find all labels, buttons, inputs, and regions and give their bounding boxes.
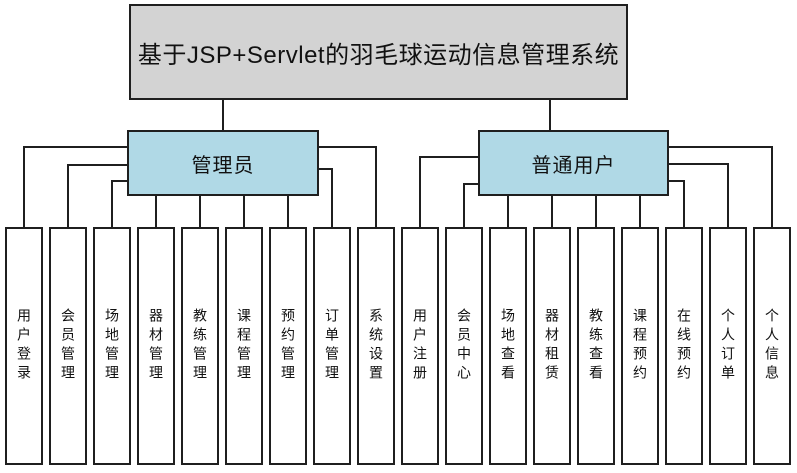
connector-line-v bbox=[727, 163, 729, 228]
connector-line-v bbox=[551, 195, 553, 228]
leaf-label: 器材管理 bbox=[148, 308, 164, 384]
leaf-label: 个人订单 bbox=[720, 308, 736, 384]
leaf-label: 课程管理 bbox=[236, 308, 252, 384]
leaf-node: 用户登录 bbox=[5, 227, 43, 465]
connector-line-v bbox=[463, 183, 465, 228]
leaf-node: 场地管理 bbox=[93, 227, 131, 465]
connector-line-h bbox=[111, 180, 128, 182]
leaf-label: 教练查看 bbox=[588, 308, 604, 384]
leaf-node: 订单管理 bbox=[313, 227, 351, 465]
connector-line-v bbox=[771, 146, 773, 228]
connector-line-v bbox=[683, 180, 685, 228]
leaf-label: 教练管理 bbox=[192, 308, 208, 384]
connector-line-v bbox=[243, 195, 245, 228]
connector-line-h bbox=[668, 163, 729, 165]
connector-line-v bbox=[375, 146, 377, 228]
leaf-node: 系统设置 bbox=[357, 227, 395, 465]
connector-line-v bbox=[595, 195, 597, 228]
leaf-label: 器材租赁 bbox=[544, 308, 560, 384]
connector-line-v bbox=[155, 195, 157, 228]
root-node: 基于JSP+Servlet的羽毛球运动信息管理系统 bbox=[129, 4, 628, 100]
connector-line-v bbox=[111, 180, 113, 228]
leaf-label: 个人信息 bbox=[764, 308, 780, 384]
connector-line-v bbox=[67, 164, 69, 228]
leaf-node: 个人信息 bbox=[753, 227, 791, 465]
leaf-label: 订单管理 bbox=[324, 308, 340, 384]
leaf-label: 在线预约 bbox=[676, 308, 692, 384]
group-node-admin: 管理员 bbox=[127, 130, 319, 196]
leaf-node: 器材管理 bbox=[137, 227, 175, 465]
leaf-label: 会员中心 bbox=[456, 308, 472, 384]
connector-root-to-group bbox=[222, 99, 224, 131]
connector-line-h bbox=[668, 146, 773, 148]
group-node-user: 普通用户 bbox=[478, 130, 669, 196]
connector-line-h bbox=[668, 180, 685, 182]
leaf-node: 会员中心 bbox=[445, 227, 483, 465]
connector-line-h bbox=[463, 183, 479, 185]
connector-line-h bbox=[419, 156, 479, 158]
leaf-node: 课程管理 bbox=[225, 227, 263, 465]
connector-line-h bbox=[318, 168, 333, 170]
connector-line-h bbox=[318, 146, 377, 148]
leaf-node: 会员管理 bbox=[49, 227, 87, 465]
leaf-label: 用户登录 bbox=[16, 308, 32, 384]
connector-line-v bbox=[331, 168, 333, 228]
leaf-node: 预约管理 bbox=[269, 227, 307, 465]
leaf-node: 课程预约 bbox=[621, 227, 659, 465]
leaf-node: 个人订单 bbox=[709, 227, 747, 465]
connector-line-h bbox=[23, 146, 128, 148]
leaf-node: 场地查看 bbox=[489, 227, 527, 465]
leaf-label: 场地管理 bbox=[104, 308, 120, 384]
leaf-node: 教练查看 bbox=[577, 227, 615, 465]
connector-line-v bbox=[287, 195, 289, 228]
leaf-label: 系统设置 bbox=[368, 308, 384, 384]
connector-line-v bbox=[507, 195, 509, 228]
leaf-label: 会员管理 bbox=[60, 308, 76, 384]
leaf-node: 用户注册 bbox=[401, 227, 439, 465]
leaf-label: 用户注册 bbox=[412, 308, 428, 384]
leaf-label: 课程预约 bbox=[632, 308, 648, 384]
leaf-node: 器材租赁 bbox=[533, 227, 571, 465]
connector-root-to-group bbox=[549, 99, 551, 131]
connector-line-v bbox=[419, 156, 421, 228]
leaf-label: 场地查看 bbox=[500, 308, 516, 384]
connector-line-v bbox=[23, 146, 25, 228]
leaf-node: 教练管理 bbox=[181, 227, 219, 465]
connector-line-h bbox=[67, 164, 128, 166]
connector-line-v bbox=[639, 195, 641, 228]
connector-line-v bbox=[199, 195, 201, 228]
leaf-label: 预约管理 bbox=[280, 308, 296, 384]
leaf-node: 在线预约 bbox=[665, 227, 703, 465]
